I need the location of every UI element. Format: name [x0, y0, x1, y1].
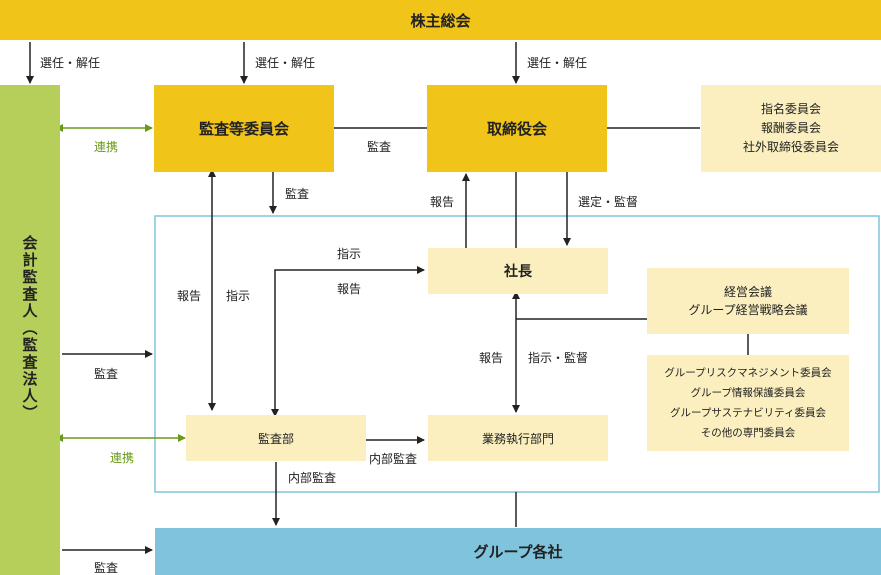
board-label: 取締役会: [486, 120, 547, 138]
label-instruct-ac: 指示: [226, 289, 251, 303]
business-division-label: 業務執行部門: [481, 431, 554, 446]
label-report-board: 報告: [430, 195, 455, 209]
label-instruct-supervise: 指示・監督: [528, 351, 589, 365]
audit-department-label: 監査部: [257, 431, 294, 446]
president-label: 社長: [504, 264, 532, 280]
audit-department-box: 監査部: [186, 415, 366, 461]
auditor-box: 会計監査人（監査法人）: [0, 85, 60, 575]
label-renkei-ac: 連携: [94, 140, 119, 154]
label-houkoku-top: 報告: [337, 282, 362, 296]
shareholders-meeting-box: 株主総会: [0, 0, 881, 40]
auditor-label: 会計監査人（監査法人）: [20, 235, 39, 422]
committee-outside-directors: 社外取締役委員会: [742, 140, 839, 154]
management-meeting: 経営会議: [723, 285, 772, 299]
audit-committee-label: 監査等委員会: [198, 120, 289, 138]
label-kansa-ac-down: 監査: [285, 187, 310, 201]
executive-frame: [154, 215, 880, 493]
committees-box: 指名委員会 報酬委員会 社外取締役委員会: [701, 85, 881, 172]
arrow-auditdept-president: [271, 266, 425, 417]
label-elect-ac: 選任・解任: [255, 56, 316, 70]
management-meeting-box: 経営会議 グループ経営戦略会議: [647, 268, 849, 334]
committee-nomination: 指名委員会: [760, 102, 821, 116]
label-report-ac: 報告: [177, 289, 202, 303]
business-division-box: 業務執行部門: [428, 415, 608, 461]
audit-committee-box: 監査等委員会: [154, 85, 334, 172]
label-kansa-auditor-group: 監査: [94, 561, 119, 575]
group-strategy-meeting: グループ経営戦略会議: [688, 303, 808, 317]
information-protection-committee: グループ情報保護委員会: [690, 387, 806, 399]
label-elect-board: 選任・解任: [527, 56, 588, 70]
board-box: 取締役会: [427, 85, 607, 172]
shareholders-meeting-label: 株主総会: [410, 11, 471, 30]
label-select-supervise: 選定・監督: [578, 195, 639, 209]
president-box: 社長: [428, 248, 608, 294]
label-report-president: 報告: [479, 351, 504, 365]
label-renkei-auditdept: 連携: [110, 451, 135, 465]
other-committees: その他の専門委員会: [700, 427, 796, 439]
group-companies-box: グループ各社: [155, 528, 881, 575]
sustainability-committee: グループサステナビリティ委員会: [669, 407, 827, 419]
group-companies-label: グループ各社: [473, 543, 563, 561]
label-kansa-ac-board: 監査: [367, 140, 392, 154]
risk-committees-box: グループリスクマネジメント委員会 グループ情報保護委員会 グループサステナビリテ…: [647, 355, 849, 451]
risk-management-committee: グループリスクマネジメント委員会: [664, 367, 832, 379]
label-kansa-auditor-frame: 監査: [94, 367, 119, 381]
label-internal-audit-group: 内部監査: [288, 471, 337, 485]
label-shiji-top: 指示: [337, 247, 362, 261]
label-elect-auditor: 選任・解任: [40, 56, 101, 70]
committee-compensation: 報酬委員会: [760, 121, 821, 135]
label-internal-audit-business: 内部監査: [369, 452, 418, 466]
